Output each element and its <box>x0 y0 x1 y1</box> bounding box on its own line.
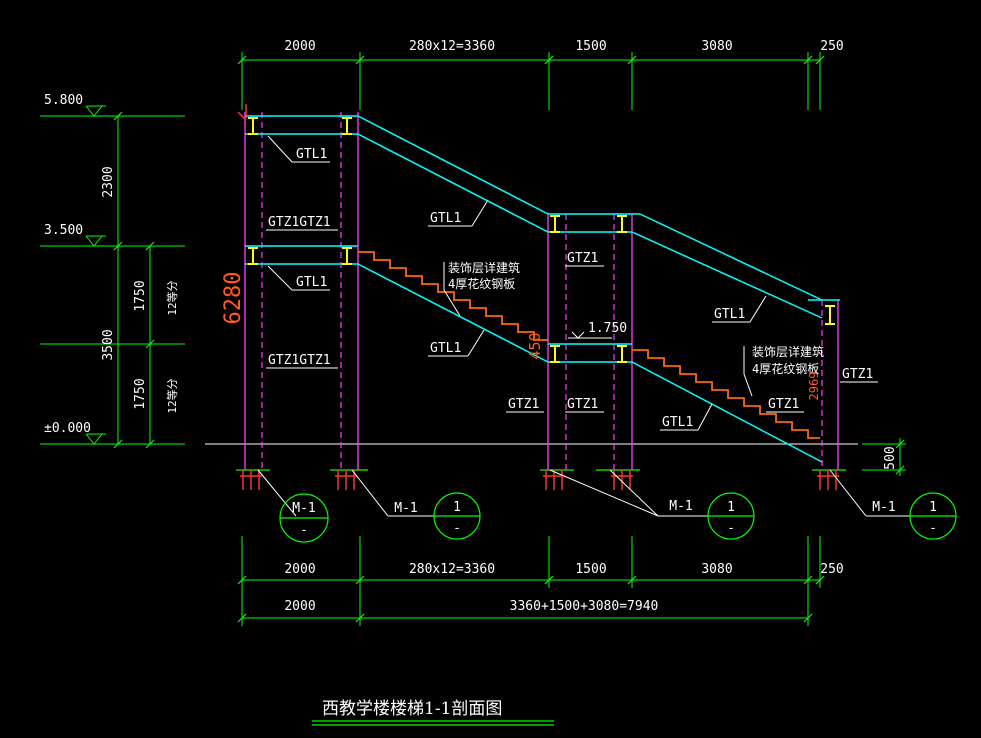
label-gtz1: GTZ1 <box>842 367 873 382</box>
title-text: 西教学楼楼梯1-1剖面图 <box>322 699 502 719</box>
mid-level-value: 1.750 <box>588 321 627 336</box>
finish-note-line-1: 装饰层详建筑 <box>752 344 824 359</box>
label-gtl1: GTL1 <box>430 341 461 356</box>
finish-note-line-2: 4厚花纹钢板 <box>752 361 819 376</box>
top-dim-4: 3080 <box>701 39 732 54</box>
footings <box>236 104 846 490</box>
steps-12-lower: 12等分 <box>165 378 179 413</box>
label-gtl1: GTL1 <box>714 307 745 322</box>
top-dim-1: 2000 <box>284 39 315 54</box>
finish-note-line-2: 4厚花纹钢板 <box>448 276 515 291</box>
right-dim-500: 500 <box>862 438 906 476</box>
footing-tag: M-1 <box>669 499 692 514</box>
footing-callout-4: M-1 1 - <box>829 469 957 540</box>
dim-500: 500 <box>883 446 898 469</box>
finish-note-right: 装饰层详建筑 4厚花纹钢板 <box>743 344 824 397</box>
label-gtz1-pair: GTZ1GTZ1 <box>268 215 331 230</box>
footing-num: 1 <box>929 500 937 515</box>
top-dimension-chain: 2000 280x12=3360 1500 3080 250 <box>237 39 844 110</box>
label-gtz1-pair: GTZ1GTZ1 <box>268 353 331 368</box>
mid-level-mark: 1.750 <box>568 321 627 339</box>
dim-3500: 3500 <box>101 329 116 360</box>
footing-num: 1 <box>453 500 461 515</box>
finish-note-left: 装饰层详建筑 4厚花纹钢板 <box>443 260 520 317</box>
elevation-3500: 3.500 <box>44 223 83 238</box>
footing-sub: - <box>300 523 308 538</box>
elevation-5800: 5.800 <box>44 93 83 108</box>
label-gtz1: GTZ1 <box>768 397 799 412</box>
footing-callout-1: M-1 - <box>257 469 329 543</box>
dim-2300: 2300 <box>101 166 116 197</box>
drawing-title: 西教学楼楼梯1-1剖面图 <box>312 699 554 726</box>
member-labels: GTL1 GTZ1GTZ1 GTL1 GTZ1GTZ1 GTL1 GTL1 GT… <box>266 135 878 431</box>
bottom-dim-5: 250 <box>820 562 843 577</box>
dim-1750-upper: 1750 <box>133 280 148 311</box>
footing-tag: M-1 <box>872 500 895 515</box>
bottom-dim-1: 2000 <box>284 562 315 577</box>
top-dim-2: 280x12=3360 <box>409 39 495 54</box>
top-dim-5: 250 <box>820 39 843 54</box>
stair-flight-1 <box>358 251 548 341</box>
footing-sub: - <box>453 521 461 536</box>
footing-num: 1 <box>727 500 735 515</box>
label-gtl1: GTL1 <box>662 415 693 430</box>
left-elevations: 5.800 3.500 ±0.000 2300 3500 1750 1750 1… <box>40 93 185 449</box>
height-6280: 6280 <box>221 272 246 325</box>
dim-1750-lower: 1750 <box>133 378 148 409</box>
steps-12-upper: 12等分 <box>165 280 179 315</box>
total-dim-right: 3360+1500+3080=7940 <box>510 599 659 614</box>
inclined-beams <box>357 115 823 463</box>
height-450: 450 <box>526 332 544 359</box>
total-dim-left: 2000 <box>284 599 315 614</box>
label-gtl1: GTL1 <box>296 147 327 162</box>
label-gtl1: GTL1 <box>430 211 461 226</box>
bottom-dimension-chain: 2000 280x12=3360 1500 3080 250 2000 3360… <box>237 536 844 626</box>
footing-tag: M-1 <box>292 501 315 516</box>
footing-callout-3: M-1 1 - <box>549 469 755 540</box>
label-gtz1: GTZ1 <box>567 397 598 412</box>
elevation-0000: ±0.000 <box>44 421 91 436</box>
bottom-dim-4: 3080 <box>701 562 732 577</box>
columns <box>244 112 839 470</box>
footing-tag: M-1 <box>394 501 417 516</box>
footing-callout-2: M-1 1 - <box>351 469 481 540</box>
footing-sub: - <box>727 521 735 536</box>
footing-sub: - <box>929 521 937 536</box>
bottom-dim-3: 1500 <box>575 562 606 577</box>
stair-flight-2 <box>632 349 820 439</box>
label-gtz1: GTZ1 <box>567 251 598 266</box>
beam-sections <box>248 117 835 363</box>
label-gtz1: GTZ1 <box>508 397 539 412</box>
top-dim-3: 1500 <box>575 39 606 54</box>
height-2969: 2969 <box>807 372 821 401</box>
label-gtl1: GTL1 <box>296 275 327 290</box>
platform-beams <box>245 115 840 363</box>
bottom-dim-2: 280x12=3360 <box>409 562 495 577</box>
finish-note-line-1: 装饰层详建筑 <box>448 260 520 275</box>
